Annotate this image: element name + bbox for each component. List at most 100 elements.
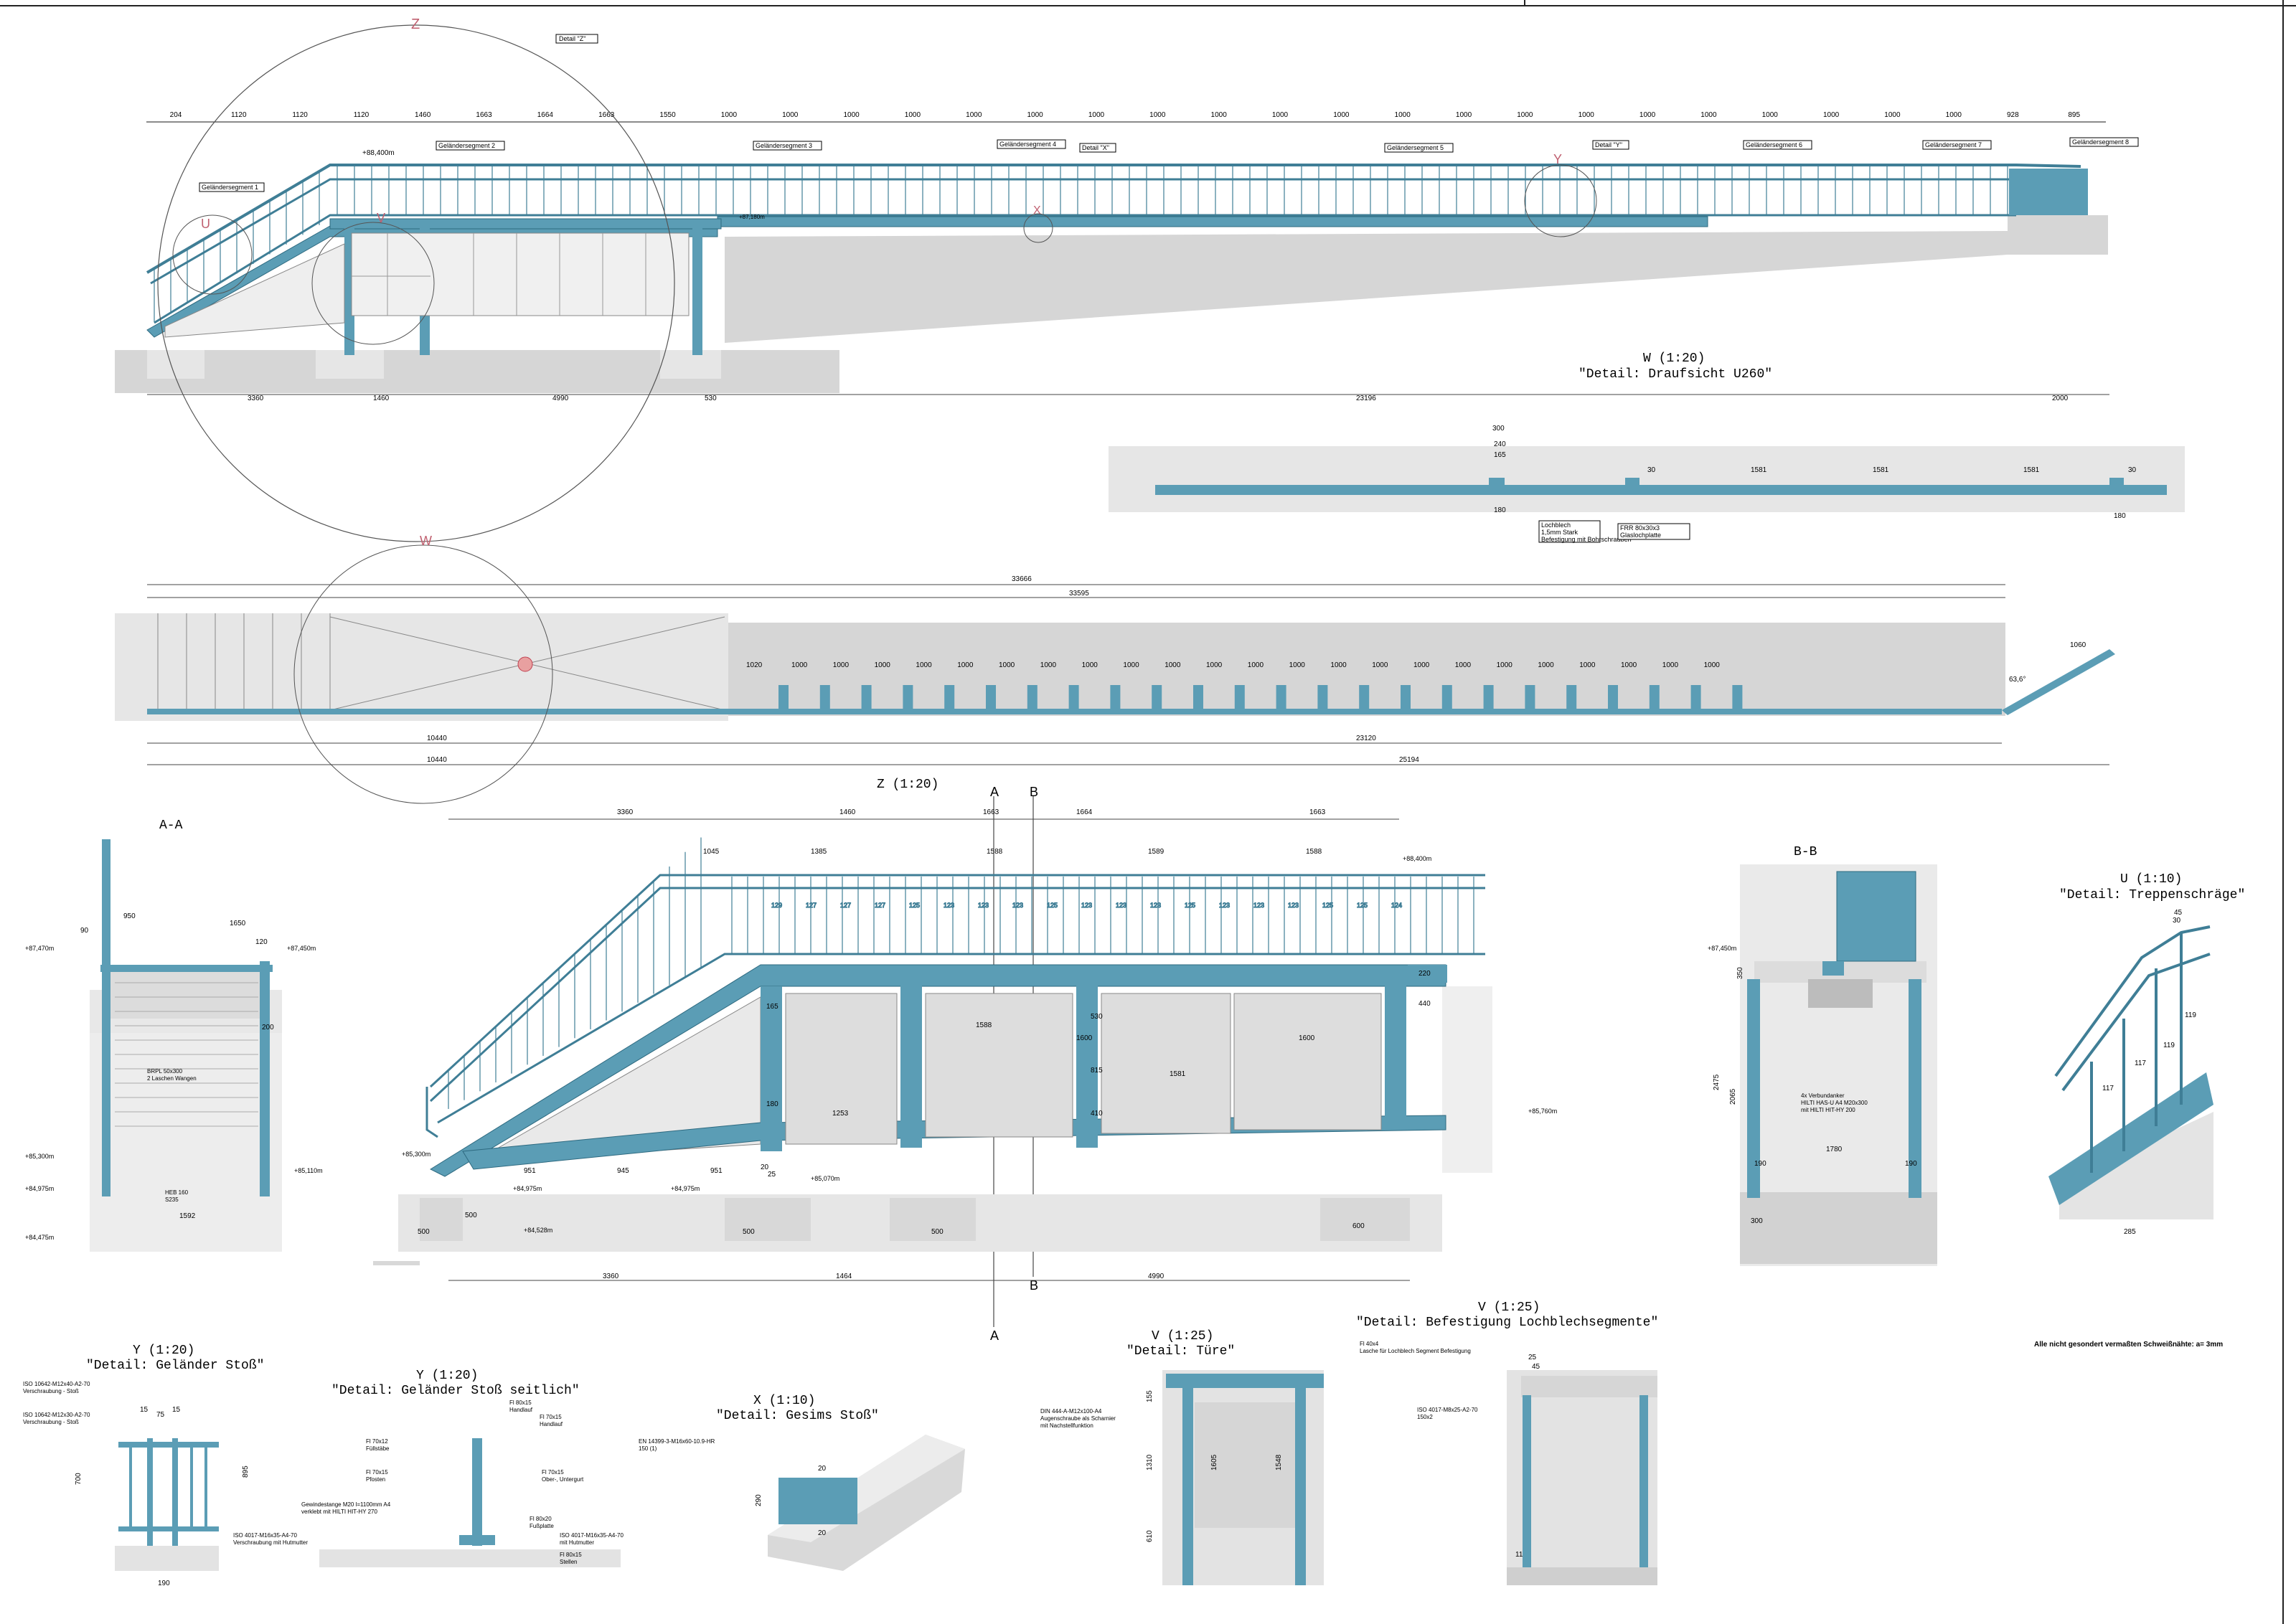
v1-door-panel	[1195, 1402, 1295, 1528]
w-dim-240: 240	[1494, 440, 1506, 448]
detail-x: X (1:10) "Detail: Gesims Stoß" EN 14399-…	[639, 1394, 965, 1571]
plan-center-marker	[517, 656, 533, 672]
plan-spacing-label: 1000	[1040, 661, 1057, 669]
z-top-dim-1663: 1663	[983, 808, 999, 816]
view-x-title: X (1:10)	[753, 1394, 815, 1408]
y2-l10: Ober-, Untergurt	[542, 1476, 584, 1483]
bb-dim-1780: 1780	[1826, 1146, 1843, 1153]
marker-w: W	[420, 534, 432, 548]
view-v1-title: V (1:25)	[1152, 1329, 1213, 1344]
detail-circle-w	[293, 544, 553, 804]
z-dim-1588: 1588	[976, 1021, 992, 1029]
plan-dim-33595: 33595	[1069, 590, 1089, 598]
plan-dim-angle: 63,6°	[2009, 676, 2026, 684]
u-dim-119b: 119	[2185, 1011, 2196, 1019]
z-pitch-label: 123	[1219, 902, 1230, 909]
y1-dim-15b: 15	[172, 1406, 181, 1414]
aa-dim-1650: 1650	[230, 920, 246, 927]
plan-post	[1027, 685, 1038, 709]
z-footing-1	[725, 1198, 811, 1241]
bb-dim-190b: 190	[1905, 1160, 1917, 1168]
bb-label-2: HILTI HAS-U A4 M20x300	[1801, 1100, 1868, 1106]
view-z-title: Z (1:20)	[877, 778, 938, 792]
z-top2-dim: 1588	[1306, 848, 1322, 856]
footing-1	[147, 350, 204, 379]
y1-label-5: ISO 4017-M16x35-A4-70	[233, 1532, 297, 1539]
z-pitch-label: 123	[1116, 902, 1126, 909]
bb-foundation	[1740, 1192, 1937, 1264]
z-panel-2	[925, 993, 1073, 1138]
dim-530: 530	[705, 395, 717, 402]
plan-post	[1193, 685, 1203, 709]
z-elev-85070: +85,070m	[811, 1175, 839, 1182]
y1-dim-190: 190	[158, 1580, 170, 1587]
detail-u: U (1:10) "Detail: Treppenschräge" 117 11…	[2048, 872, 2245, 1236]
callout-seg6: Geländersegment 6	[1746, 141, 1802, 148]
z-pitch-label: 127	[806, 902, 817, 909]
plan-spacing-label: 1000	[1455, 661, 1472, 669]
top-dim-label: 204	[170, 111, 182, 119]
marker-v: V	[377, 211, 385, 225]
w-dim-1581c: 1581	[2023, 466, 2040, 474]
dim-4990: 4990	[552, 395, 569, 402]
bb-dim-190a: 190	[1754, 1160, 1766, 1168]
w-dim-1581a: 1581	[1751, 466, 1767, 474]
aa-dim-120: 120	[255, 938, 268, 946]
bb-railing	[1836, 871, 1916, 962]
z-dim-500d: 500	[931, 1228, 944, 1236]
y1-dim-75: 75	[156, 1411, 165, 1419]
top-dim-label: 1000	[1639, 111, 1656, 119]
w-dim-300: 300	[1492, 425, 1505, 433]
view-u-subtitle: "Detail: Treppenschräge"	[2059, 888, 2245, 902]
v1-dim-610: 610	[1146, 1530, 1154, 1542]
z-pitch-label: 123	[978, 902, 989, 909]
callout-detail-y: Detail "Y"	[1595, 141, 1622, 148]
plan-dim-23120: 23120	[1356, 735, 1376, 742]
view-v2-title: V (1:25)	[1478, 1300, 1540, 1315]
top-dim-label: 1120	[292, 111, 308, 119]
z-footing-4	[420, 1198, 463, 1241]
v2-background	[1507, 1370, 1657, 1585]
view-w-title: W (1:20)	[1643, 351, 1705, 366]
plan-spacing-label: 1000	[1289, 661, 1306, 669]
z-dim-1253: 1253	[832, 1110, 849, 1118]
z-column-4	[1385, 983, 1406, 1126]
x-dim-20b: 20	[818, 1529, 827, 1537]
callout-seg5: Geländersegment 5	[1387, 144, 1444, 151]
view-y1-title: Y (1:20)	[133, 1344, 194, 1358]
z-footing-3	[1320, 1198, 1410, 1241]
x-label-1: EN 14399-3-M16x60-10.9-HR	[639, 1438, 715, 1445]
callout-seg8: Geländersegment 8	[2072, 138, 2129, 146]
y1-label-2: Verschraubung - Stoß	[23, 1388, 79, 1394]
bb-label-3: mit HILTI HIT-HY 200	[1801, 1107, 1855, 1113]
plan-spacing-label: 1000	[833, 661, 850, 669]
z-elev-84975b: +84,975m	[671, 1185, 700, 1192]
z-pitch-label: 125	[1357, 902, 1368, 909]
y1-label-6: Verschraubung mit Hutmutter	[233, 1539, 308, 1546]
z-top-dim: 1663	[1309, 808, 1326, 816]
v1-dim-1605: 1605	[1210, 1454, 1218, 1470]
ramp-underside-fill	[725, 231, 2008, 343]
dim-1460: 1460	[373, 395, 390, 402]
detail-y2: Y (1:20) "Detail: Geländer Stoß seitlich…	[301, 1369, 624, 1567]
dim-3360: 3360	[248, 395, 264, 402]
v2-dim-25: 25	[1528, 1354, 1537, 1361]
z-top-dim: 3360	[617, 808, 634, 816]
z-abutment	[1442, 986, 1492, 1173]
y2-baseplate	[459, 1535, 495, 1545]
u-dim-30: 30	[2173, 917, 2181, 925]
z-column-3	[1076, 983, 1098, 1148]
plan-spacing-label: 1000	[957, 661, 974, 669]
plan-spacing-label: 1000	[1165, 661, 1181, 669]
plan-post	[1608, 685, 1618, 709]
y2-l8: Pfosten	[366, 1476, 385, 1483]
bb-dim-2065: 2065	[1729, 1088, 1737, 1105]
z-top2-dim: 1385	[811, 848, 827, 856]
plan-post	[1317, 685, 1328, 709]
top-dim-label: 1460	[415, 111, 431, 119]
v2-label-4: 150x2	[1417, 1414, 1433, 1420]
